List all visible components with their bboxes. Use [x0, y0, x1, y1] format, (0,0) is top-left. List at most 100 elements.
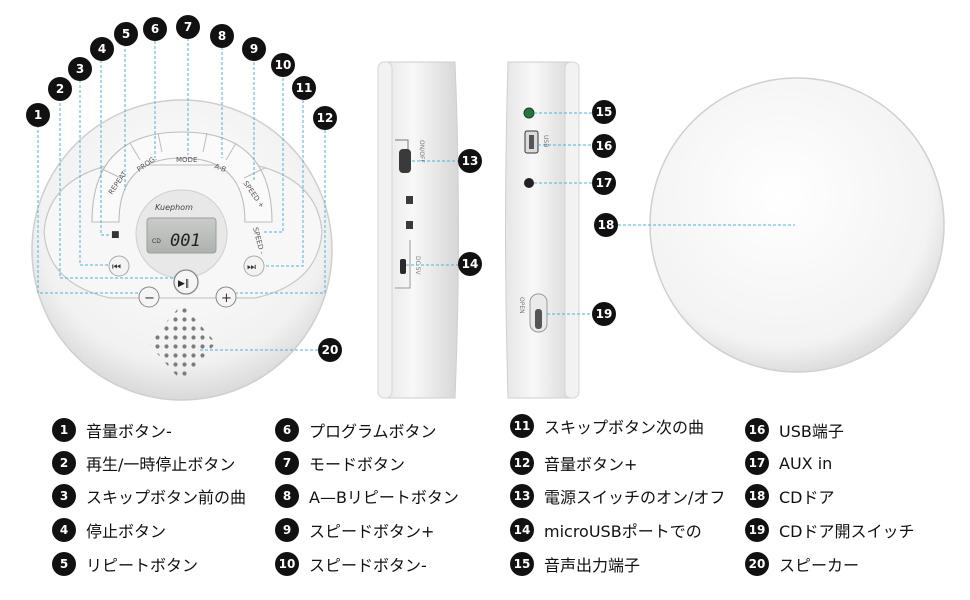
legend-label: AUX in [779, 453, 833, 473]
volume-down-button[interactable] [138, 286, 160, 308]
legend-label: microUSBポートでの [544, 522, 702, 541]
callout-7: 7 [176, 15, 200, 39]
callout-15: 15 [592, 100, 616, 124]
callout-1: 1 [26, 103, 50, 127]
legend-number: 2 [52, 451, 76, 475]
legend-label: スピーカー [779, 556, 860, 575]
open-label: OPEN [518, 297, 525, 314]
callout-11: 11 [292, 76, 316, 100]
legend-number: 3 [52, 484, 76, 508]
callout-5: 5 [114, 22, 138, 46]
legend-number: 1 [52, 418, 76, 442]
legend-number: 13 [510, 484, 534, 508]
micro-usb-port [400, 259, 406, 274]
legend-label: CDドア [779, 488, 835, 507]
legend-number: 7 [275, 451, 299, 475]
legend-item-10: 10 スピードボタン- [275, 550, 427, 578]
ab-button-label[interactable]: A-B [213, 162, 227, 174]
next-icon: ⏭ [247, 262, 256, 273]
legend-number: 9 [275, 518, 299, 542]
legend-number: 4 [52, 518, 76, 542]
power-switch[interactable] [399, 149, 411, 173]
volume-up-button[interactable] [215, 286, 237, 308]
callout-9: 9 [242, 37, 266, 61]
headphone-jack [523, 107, 535, 119]
legend-number: 18 [745, 484, 769, 508]
legend-number: 19 [745, 518, 769, 542]
legend-item-11: 11 スキップボタン次の曲 [510, 412, 704, 440]
legend-number: 8 [275, 484, 299, 508]
callout-13: 13 [458, 149, 482, 173]
legend-label: スピードボタン+ [309, 522, 435, 541]
legend-item-4: 4 停止ボタン [52, 516, 166, 544]
legend-label: 音量ボタン- [86, 422, 172, 441]
legend-item-13: 13 電源スイッチのオン/オフ [510, 482, 725, 510]
legend-label: スキップボタン次の曲 [544, 418, 705, 437]
legend-item-17: 17 AUX in [745, 449, 832, 477]
legend-item-16: 16 USB端子 [745, 416, 844, 444]
callout-18: 18 [594, 213, 618, 237]
legend-item-19: 19 CDドア開スイッチ [745, 516, 915, 544]
mode-button-label[interactable]: MODE [176, 156, 197, 164]
next-button[interactable] [243, 255, 265, 277]
legend-label: 停止ボタン [86, 522, 167, 541]
legend-label: 音声出力端子 [544, 556, 641, 575]
legend-label: 音量ボタン+ [544, 455, 638, 474]
lcd-cd-indicator: CD [152, 238, 161, 245]
aux-jack [524, 178, 534, 188]
legend-label: 電源スイッチのオン/オフ [544, 488, 726, 507]
legend-item-14: 14 microUSBポートでの [510, 516, 702, 544]
legend-number: 14 [510, 518, 534, 542]
prev-button[interactable] [108, 255, 130, 277]
legend-number: 15 [510, 552, 534, 576]
legend-label: モードボタン [309, 455, 406, 474]
legend-number: 11 [510, 414, 534, 438]
callout-8: 8 [210, 24, 234, 48]
stop-button[interactable]: ■ [111, 230, 120, 240]
player-side-left: ON/OFF DC 5V [377, 61, 459, 399]
legend-number: 5 [52, 552, 76, 576]
legend-item-1: 1 音量ボタン- [52, 416, 172, 444]
legend-item-9: 9 スピードボタン+ [275, 516, 434, 544]
player-lid [618, 77, 945, 373]
legend-number: 6 [275, 418, 299, 442]
power-switch-label: ON/OFF [418, 140, 425, 163]
legend-number: 16 [745, 418, 769, 442]
lcd-screen [146, 217, 217, 254]
callout-3: 3 [68, 57, 92, 81]
dc-label: DC 5V [414, 256, 421, 276]
legend-label: CDドア開スイッチ [779, 522, 915, 541]
callout-6: 6 [143, 17, 167, 41]
legend-item-3: 3 スキップボタン前の曲 [52, 482, 246, 510]
legend-number: 10 [275, 552, 299, 576]
callout-lines-front [37, 38, 326, 351]
callout-20: 20 [318, 338, 342, 362]
legend-item-6: 6 プログラムボタン [275, 416, 437, 444]
legend-item-5: 5 リピートボタン [52, 550, 198, 578]
legend-label: USB端子 [779, 422, 844, 441]
brand-logo: Kuephom [155, 203, 193, 212]
callout-12: 12 [313, 106, 337, 130]
play-pause-icon: ▶‖ [178, 279, 189, 289]
legend-number: 12 [510, 451, 534, 475]
callout-14: 14 [458, 252, 482, 276]
legend-item-12: 12 音量ボタン+ [510, 449, 637, 477]
legend-item-7: 7 モードボタン [275, 449, 405, 477]
legend-number: 20 [745, 552, 769, 576]
plus-icon: + [221, 291, 232, 306]
legend-label: A—Bリピートボタン [309, 488, 459, 507]
callout-4: 4 [90, 37, 114, 61]
play-pause-button[interactable] [173, 269, 199, 295]
speaker-grille [148, 304, 216, 382]
legend-item-20: 20 スピーカー [745, 550, 859, 578]
legend-label: スピードボタン- [309, 556, 427, 575]
legend-item-2: 2 再生/一時停止ボタン [52, 449, 235, 477]
callout-10: 10 [271, 53, 295, 77]
player-front: REPEAT PROG. MODE A-B SPEED + SPEED - Ku… [31, 38, 333, 401]
minus-icon: − [144, 291, 155, 306]
legend-number: 17 [745, 451, 769, 475]
callout-16: 16 [592, 134, 616, 158]
legend-label: 再生/一時停止ボタン [86, 455, 236, 474]
legend-item-15: 15 音声出力端子 [510, 550, 640, 578]
